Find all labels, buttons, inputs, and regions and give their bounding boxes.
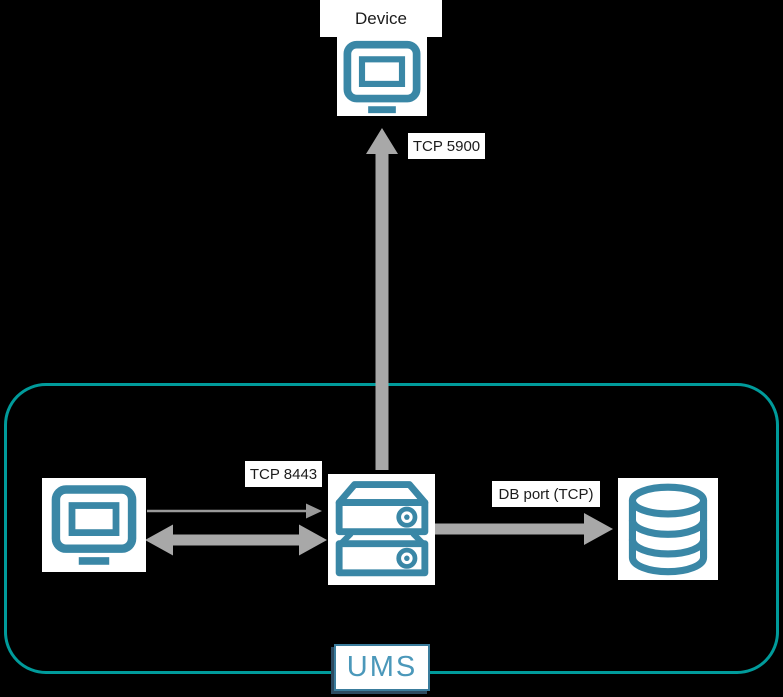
database-node xyxy=(618,478,718,580)
monitor-icon xyxy=(342,40,422,114)
console-node xyxy=(42,478,146,572)
tcp-5900-label: TCP 5900 xyxy=(408,133,485,159)
server-icon xyxy=(334,480,430,580)
ums-label: UMS xyxy=(334,644,430,691)
tcp-8443-label: TCP 8443 xyxy=(245,461,322,487)
database-icon xyxy=(625,481,711,577)
device-node xyxy=(337,37,427,116)
ums-server-node xyxy=(328,474,435,585)
monitor-icon xyxy=(50,484,138,566)
db-port-label: DB port (TCP) xyxy=(492,481,600,507)
device-label: Device xyxy=(320,0,442,37)
